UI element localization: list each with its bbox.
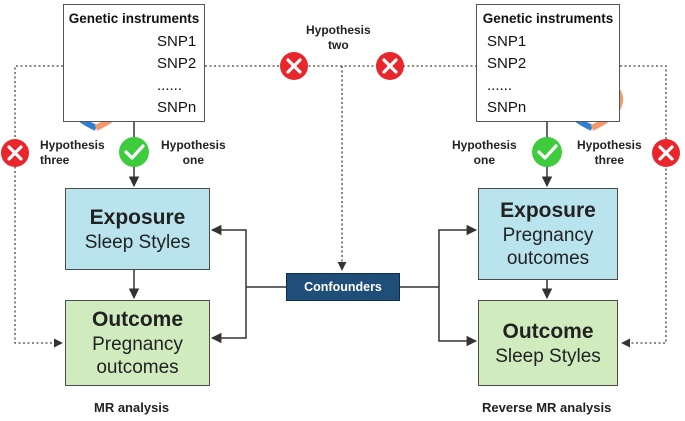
- left-outcome-box: Outcome Pregnancy outcomes: [65, 300, 210, 386]
- right-outcome-title: Outcome: [502, 319, 594, 343]
- left-snp-item: SNP2: [157, 55, 197, 72]
- right-genetic-instruments-box: Genetic instruments SNP1 SNP2 ...... SNP…: [476, 4, 620, 122]
- right-hypothesis-three-cross-icon: [652, 139, 680, 167]
- right-snp-item: SNP1: [487, 33, 527, 50]
- right-confounder-to-exposure-arrow: [438, 224, 478, 287]
- right-snp-list: SNP1 SNP2 ...... SNPn: [487, 31, 526, 119]
- right-hypothesis-one-check-icon: [532, 137, 562, 167]
- right-snp-item: SNPn: [487, 99, 527, 116]
- left-genetic-instruments-title: Genetic instruments: [68, 11, 200, 26]
- left-exposure-box: Exposure Sleep Styles: [65, 188, 210, 270]
- confounders-box: Confounders: [286, 273, 400, 301]
- left-caption: MR analysis: [94, 400, 170, 415]
- label-line: one: [182, 153, 205, 167]
- label-line: two: [328, 38, 349, 52]
- right-exposure-box: Exposure Pregnancy outcomes: [478, 188, 618, 280]
- right-outcome-box: Outcome Sleep Styles: [478, 300, 618, 386]
- label-line: three: [40, 153, 70, 167]
- left-snp-item: SNP1: [157, 33, 197, 50]
- label-line: Hypothesis: [40, 138, 105, 152]
- left-outcome-subtitle-line: Pregnancy: [92, 334, 183, 355]
- label-line: Hypothesis: [577, 138, 642, 152]
- label-line: one: [473, 153, 496, 167]
- right-snp-item: SNP2: [487, 55, 527, 72]
- label-line: three: [594, 153, 625, 167]
- right-exposure-subtitle-line: Pregnancy: [502, 225, 594, 246]
- left-exposure-title: Exposure: [89, 205, 186, 229]
- left-hypothesis-three-label: Hypothesis three: [40, 138, 105, 168]
- left-hypothesis-three-path: [14, 65, 63, 348]
- left-genetic-instruments-box: Genetic instruments SNP1 SNP2 ...... SNP…: [63, 4, 205, 122]
- right-hypothesis-three-path: [620, 65, 667, 348]
- right-exposure-subtitle-line: outcomes: [506, 248, 590, 269]
- confounders-label: Confounders: [304, 280, 382, 294]
- hypothesis-two-right-cross-icon: [376, 52, 404, 80]
- hypothesis-two-label: Hypothesis two: [306, 23, 371, 53]
- right-genetic-instruments-title: Genetic instruments: [482, 11, 614, 26]
- left-outcome-title: Outcome: [91, 308, 183, 331]
- right-snp-item: ......: [487, 77, 513, 94]
- right-hypothesis-one-label: Hypothesis one: [452, 138, 517, 168]
- right-outcome-subtitle: Sleep Styles: [495, 345, 601, 367]
- left-confounder-to-outcome-arrow: [210, 287, 247, 344]
- left-snp-item: ......: [157, 77, 183, 94]
- right-confounder-to-outcome-arrow: [438, 287, 478, 347]
- hypothesis-two-left-cross-icon: [280, 52, 308, 80]
- left-hypothesis-one-check-icon: [119, 137, 149, 167]
- left-confounder-to-exposure-arrow: [210, 224, 247, 287]
- label-line: Hypothesis: [306, 23, 371, 37]
- left-outcome-subtitle-line: outcomes: [96, 357, 179, 378]
- left-hypothesis-one-label: Hypothesis one: [161, 138, 226, 168]
- right-exposure-title: Exposure: [500, 199, 596, 222]
- label-line: Hypothesis: [161, 138, 226, 152]
- left-snp-item: SNPn: [157, 99, 197, 116]
- left-exposure-subtitle: Sleep Styles: [84, 231, 191, 253]
- right-hypothesis-three-label: Hypothesis three: [577, 138, 642, 168]
- left-hypothesis-three-cross-icon: [1, 139, 29, 167]
- label-line: Hypothesis: [452, 138, 517, 152]
- right-caption: Reverse MR analysis: [482, 400, 612, 415]
- left-snp-list: SNP1 SNP2 ...... SNPn: [157, 31, 196, 119]
